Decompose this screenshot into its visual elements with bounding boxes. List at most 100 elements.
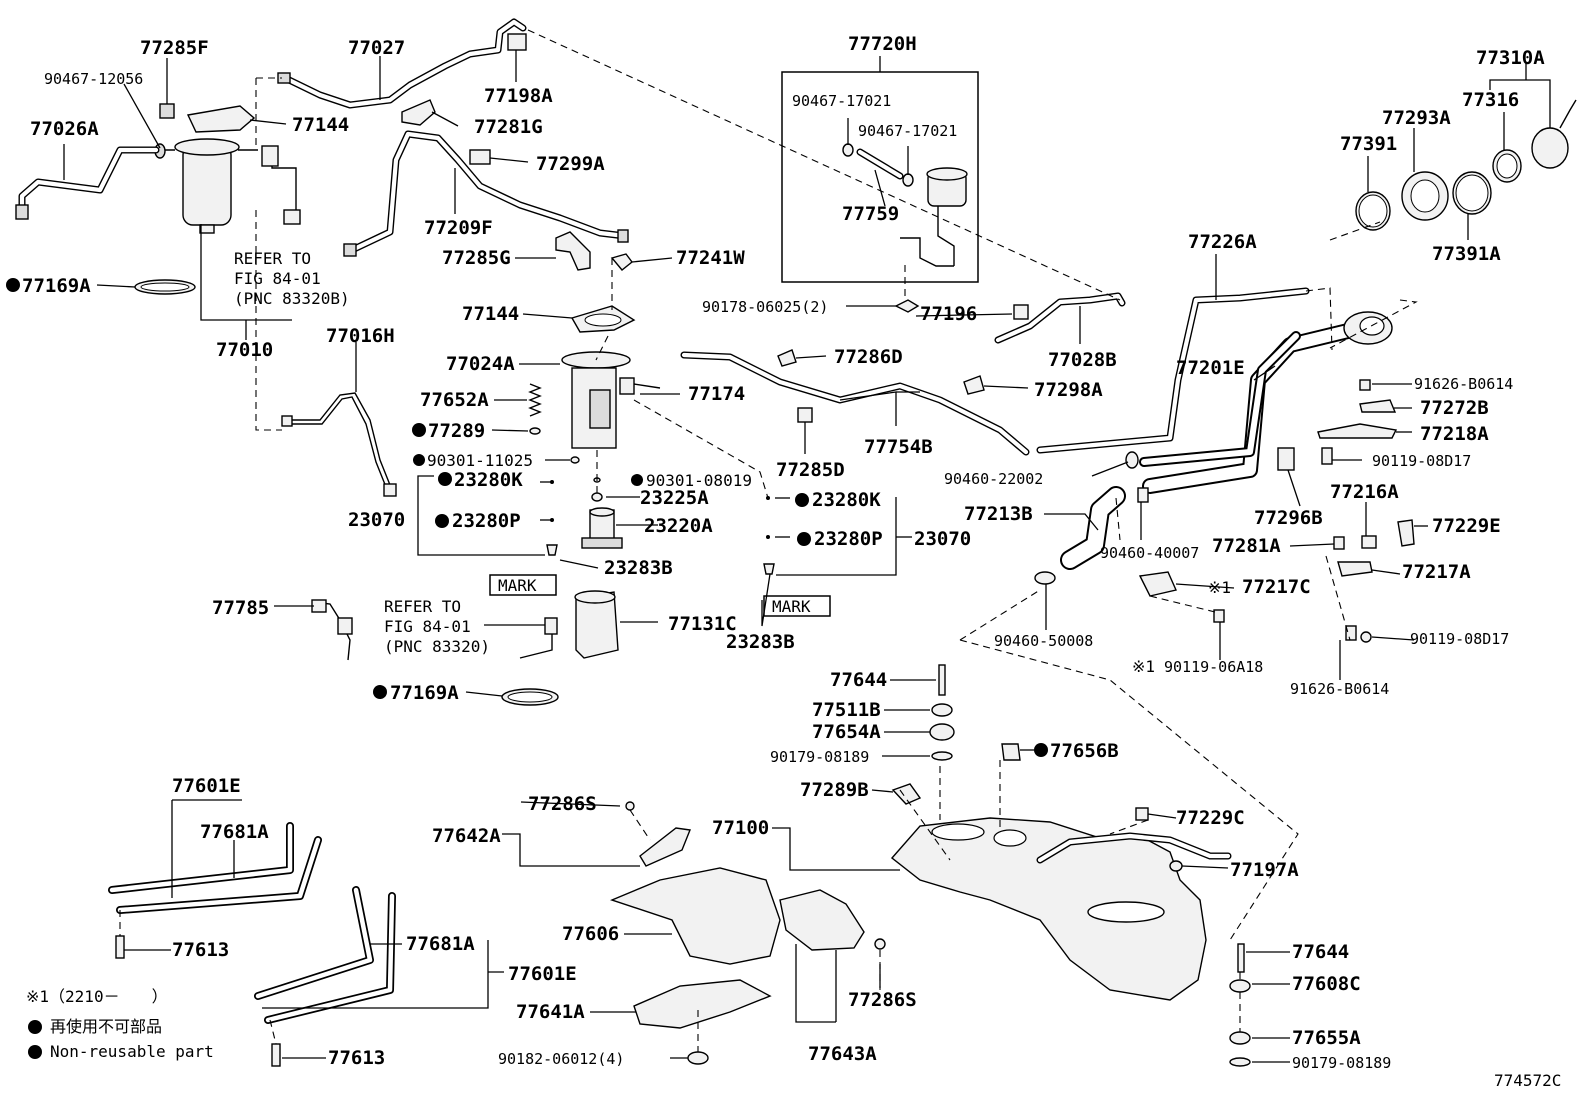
label-90301-11025: 90301-11025 [427, 451, 533, 470]
refer-lower-line3: (PNC 83320) [384, 637, 490, 656]
label-77754B: 77754B [864, 436, 933, 458]
mark-text-right: MARK [772, 597, 811, 616]
label-77026A: 77026A [30, 118, 99, 140]
canister-77759 [842, 143, 968, 267]
label-90119-08D17-a: 90119-08D17 [1372, 452, 1471, 470]
fuel-filter-assembly [154, 138, 258, 234]
spring-77652a [528, 383, 542, 417]
label-77169A-bottom: 77169A [390, 682, 459, 704]
label-77027: 77027 [348, 37, 405, 59]
protector-77217c [1138, 571, 1177, 597]
label-90119-06A18: 90119-06A18 [1164, 658, 1263, 676]
label-77169A-top: 77169A [22, 275, 91, 297]
label-77681A-bottom: 77681A [406, 933, 475, 955]
label-77293A: 77293A [1382, 107, 1451, 129]
label-77028B: 77028B [1048, 349, 1117, 371]
harness-77016h [290, 392, 391, 486]
part-labels: 77285F 77027 90467-12056 77198A 77144 77… [22, 37, 1545, 1072]
label-77286D: 77286D [834, 346, 903, 368]
label-77601E-top: 77601E [172, 775, 241, 797]
label-90179-08189-a: 90179-08189 [770, 748, 869, 766]
label-77286S-bottom: 77286S [848, 989, 917, 1011]
label-77316: 77316 [1462, 89, 1519, 111]
clip-77299a [469, 149, 491, 165]
footnote-mark-90119-06A18: ※1 [1132, 657, 1155, 676]
bracket-77218a [1317, 423, 1398, 439]
mark-text-left: MARK [498, 576, 537, 595]
label-90179-08189-b: 90179-08189 [1292, 1054, 1391, 1072]
label-77226A: 77226A [1188, 231, 1257, 253]
label-77511B: 77511B [812, 699, 881, 721]
oring-90301-11025 [570, 456, 580, 464]
label-23280P-left: 23280P [452, 510, 521, 532]
clamp-90460-22002 [1125, 451, 1139, 469]
bracket-77272b [1359, 399, 1397, 413]
label-77272B: 77272B [1420, 397, 1489, 419]
label-77010: 77010 [216, 339, 273, 361]
non-reusable-markers [6, 278, 1048, 1059]
bullet-77169a-top [6, 278, 20, 292]
legend-bullet-en [28, 1045, 42, 1059]
gasket-77144-top [186, 105, 256, 133]
label-77016H: 77016H [326, 325, 395, 347]
label-90182-06012: 90182-06012(4) [498, 1050, 624, 1068]
bullet-23280p-left [435, 514, 449, 528]
label-77299A: 77299A [536, 153, 605, 175]
label-23283B-left: 23283B [604, 557, 673, 579]
label-23280P-right: 23280P [814, 528, 883, 550]
label-77201E: 77201E [1176, 357, 1245, 379]
label-77681A-top: 77681A [200, 821, 269, 843]
label-77174: 77174 [688, 383, 745, 405]
fuel-pump-assembly [561, 351, 661, 449]
label-77310A: 77310A [1476, 47, 1545, 69]
nut-90182-06012 [687, 1051, 709, 1065]
refer-upper-line3: (PNC 83320B) [234, 289, 350, 308]
oring-77289 [529, 427, 541, 435]
connector-77026a [15, 204, 29, 220]
bullet-23280p-right [797, 532, 811, 546]
part-77229e [1397, 519, 1415, 547]
nut-90178-06025 [894, 299, 920, 313]
bullet-23280k-left [438, 472, 452, 486]
label-91626-B0614-a: 91626-B0614 [1414, 375, 1513, 393]
label-23283B-right: 23283B [726, 631, 795, 653]
label-77024A: 77024A [446, 353, 515, 375]
label-77298A: 77298A [1034, 379, 1103, 401]
part-23283b-right [763, 563, 775, 575]
clip-77281a [1333, 536, 1345, 550]
bolt-90119-08d17-b [1360, 631, 1372, 643]
part-77644-b [1237, 943, 1245, 973]
label-77144-top: 77144 [292, 114, 349, 136]
label-77644-b: 77644 [1292, 941, 1349, 963]
mark-box-left [489, 574, 557, 596]
protector-77606 [610, 867, 781, 965]
clip-77281g [401, 99, 436, 126]
label-77198A: 77198A [484, 85, 553, 107]
washer-90179-08189-a [931, 751, 953, 761]
label-77289: 77289 [428, 420, 485, 442]
fuel-sender-cup-77131c [574, 590, 619, 659]
clip-77286s-top [625, 801, 635, 811]
washer-90179-08189-b [1229, 1057, 1251, 1067]
protector-77642a [639, 827, 691, 867]
clip-77298a [963, 375, 985, 395]
part-77289b [891, 783, 922, 805]
label-77613-b: 77613 [328, 1047, 385, 1069]
label-77642A: 77642A [432, 825, 501, 847]
part-77216a [1361, 535, 1377, 549]
label-77391A: 77391A [1432, 243, 1501, 265]
leader-lines [63, 50, 1551, 1063]
label-77296B: 77296B [1254, 507, 1323, 529]
bullet-77169a-bottom [373, 685, 387, 699]
label-77281G: 77281G [474, 116, 543, 138]
label-77144-mid: 77144 [462, 303, 519, 325]
fuel-pump-23220a [581, 507, 623, 549]
part-77656b [1001, 743, 1021, 761]
bullet-23280k-right [795, 493, 809, 507]
refer-upper-line2: FIG 84-01 [234, 269, 321, 288]
bullet-77656b [1034, 743, 1048, 757]
label-77229E: 77229E [1432, 515, 1501, 537]
label-77286S-top: 77286S [528, 793, 597, 815]
clip-77229c [1135, 807, 1149, 821]
